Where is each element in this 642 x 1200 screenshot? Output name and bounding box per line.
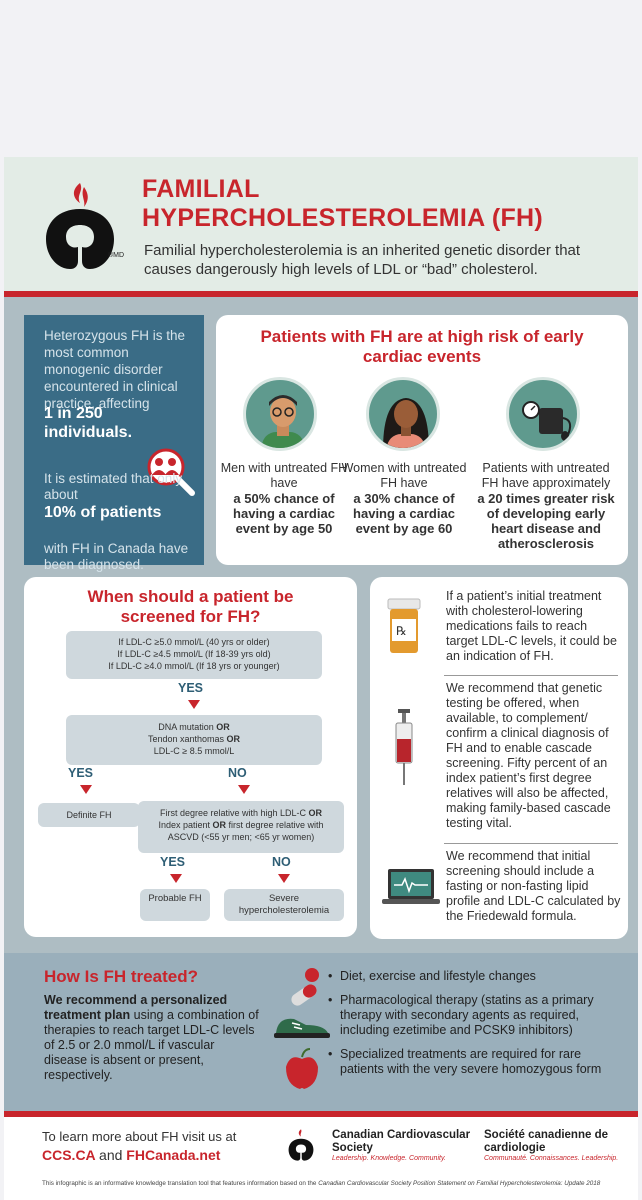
org-name-fr: Société canadienne de cardiologie Commun…: [484, 1129, 619, 1162]
magnifier-people-icon: [142, 443, 198, 499]
header: ®MD FAMILIAL HYPERCHOLESTEROLEMIA (FH) F…: [4, 157, 638, 297]
svg-text:℞: ℞: [396, 624, 407, 638]
definite-fh-box: Definite FH: [38, 803, 140, 827]
no-label-1: NO: [228, 766, 247, 780]
logo-registered-mark: ®MD: [108, 252, 125, 259]
yes-label-3: YES: [160, 855, 186, 869]
syringe-icon: [392, 709, 416, 789]
divider: [444, 675, 618, 676]
arrow-down-icon: [170, 874, 182, 883]
risk-women-text: Women with untreated FH have a 30% chanc…: [336, 461, 472, 536]
footer-links: CCS.CA and FHCanada.net: [42, 1147, 221, 1163]
risk-general-text: Patients with untreated FH have approxim…: [474, 461, 618, 551]
title-line-1: FAMILIAL: [142, 175, 260, 203]
risk-heading: Patients with FH are at high risk of ear…: [260, 327, 584, 366]
treatment-bullet-1: Diet, exercise and lifestyle changes: [328, 969, 612, 984]
risk-general-stat: a 20 times greater risk of developing ea…: [477, 491, 615, 551]
risk-men-text: Men with untreated FH have a 50% chance …: [216, 461, 352, 536]
arrow-down-icon: [238, 785, 250, 794]
treatment-bullet-3: Specialized treatments are required for …: [328, 1047, 612, 1077]
stat-diagnosis-value: 10% of patients: [44, 504, 162, 521]
risk-men-stat: a 50% chance of having a cardiac event b…: [233, 491, 335, 536]
relative-criteria-box: First degree relative with high LDL-C OR…: [138, 801, 344, 853]
page-title: FAMILIAL HYPERCHOLESTEROLEMIA (FH): [142, 175, 543, 233]
footer: To learn more about FH visit us at CCS.C…: [4, 1111, 638, 1200]
man-icon: [243, 377, 317, 451]
org-name-en: Canadian Cardiovascular Society Leadersh…: [332, 1129, 471, 1162]
screening-flowchart: When should a patient be screened for FH…: [24, 577, 357, 937]
fhcanada-link[interactable]: FHCanada.net: [126, 1147, 221, 1163]
apple-icon: [282, 1047, 322, 1091]
treatment-bullet-2: Pharmacological therapy (statins as a pr…: [328, 993, 612, 1038]
blood-pressure-icon: [506, 377, 580, 451]
learn-more-text: To learn more about FH visit us at: [42, 1129, 237, 1144]
yes-label-1: YES: [178, 681, 204, 695]
risk-panel: Patients with FH are at high risk of ear…: [216, 315, 628, 565]
stat-prevalence-text: Heterozygous FH is the most common monog…: [44, 328, 186, 411]
stats-box: Heterozygous FH is the most common monog…: [24, 315, 204, 572]
shoe-icon: [272, 1011, 332, 1041]
title-line-2: HYPERCHOLESTEROLEMIA (FH): [142, 204, 544, 232]
arrow-down-icon: [278, 874, 290, 883]
treatment-heading: How Is FH treated?: [44, 967, 198, 986]
risk-women-stat: a 30% chance of having a cardiac event b…: [353, 491, 455, 536]
arrow-down-icon: [188, 700, 200, 709]
ldl-threshold-box: If LDL-C ≥5.0 mmol/L (40 yrs or older) I…: [66, 631, 322, 679]
no-label-2: NO: [272, 855, 291, 869]
stat-diagnosis-text: It is estimated that only about: [44, 471, 183, 502]
stat-prevalence-value: 1 in 250 individuals.: [44, 405, 133, 441]
infographic: ®MD FAMILIAL HYPERCHOLESTEROLEMIA (FH) F…: [4, 157, 638, 1200]
ccs-link[interactable]: CCS.CA: [42, 1147, 96, 1163]
recommendations-panel: ℞ If a patient’s initial treatment with …: [370, 577, 628, 939]
arrow-down-icon: [80, 785, 92, 794]
criteria-box: DNA mutation OR Tendon xanthomas OR LDL-…: [66, 715, 322, 765]
recommendation-2: We recommend that genetic testing be off…: [446, 681, 611, 830]
ccs-footer-logo-icon: [288, 1129, 314, 1161]
woman-icon: [366, 377, 440, 451]
recommendation-1: If a patient’s initial treatment with ch…: [446, 589, 617, 663]
footnote: This infographic is an informative knowl…: [42, 1180, 601, 1187]
laptop-heart-icon: [382, 867, 440, 907]
recommendation-3: We recommend that initial screening shou…: [446, 849, 621, 923]
stat-diagnosis-rest: with FH in Canada have been diagnosed.: [44, 541, 189, 572]
treatment-plan-text: We recommend a personalized treatment pl…: [44, 993, 259, 1082]
capsule-icon: [286, 965, 326, 1009]
treatment-section: How Is FH treated? We recommend a person…: [4, 953, 638, 1111]
probable-fh-box: Probable FH: [140, 889, 210, 921]
yes-label-2: YES: [68, 766, 94, 780]
severe-hypercholesterolemia-box: Severe hypercholesterolemia: [224, 889, 344, 921]
divider: [444, 843, 618, 844]
intro-text: Familial hypercholesterolemia is an inhe…: [144, 242, 581, 278]
screening-heading: When should a patient be screened for FH…: [87, 587, 294, 626]
pill-bottle-icon: ℞: [384, 597, 424, 657]
ccs-logo-icon: [46, 183, 114, 269]
